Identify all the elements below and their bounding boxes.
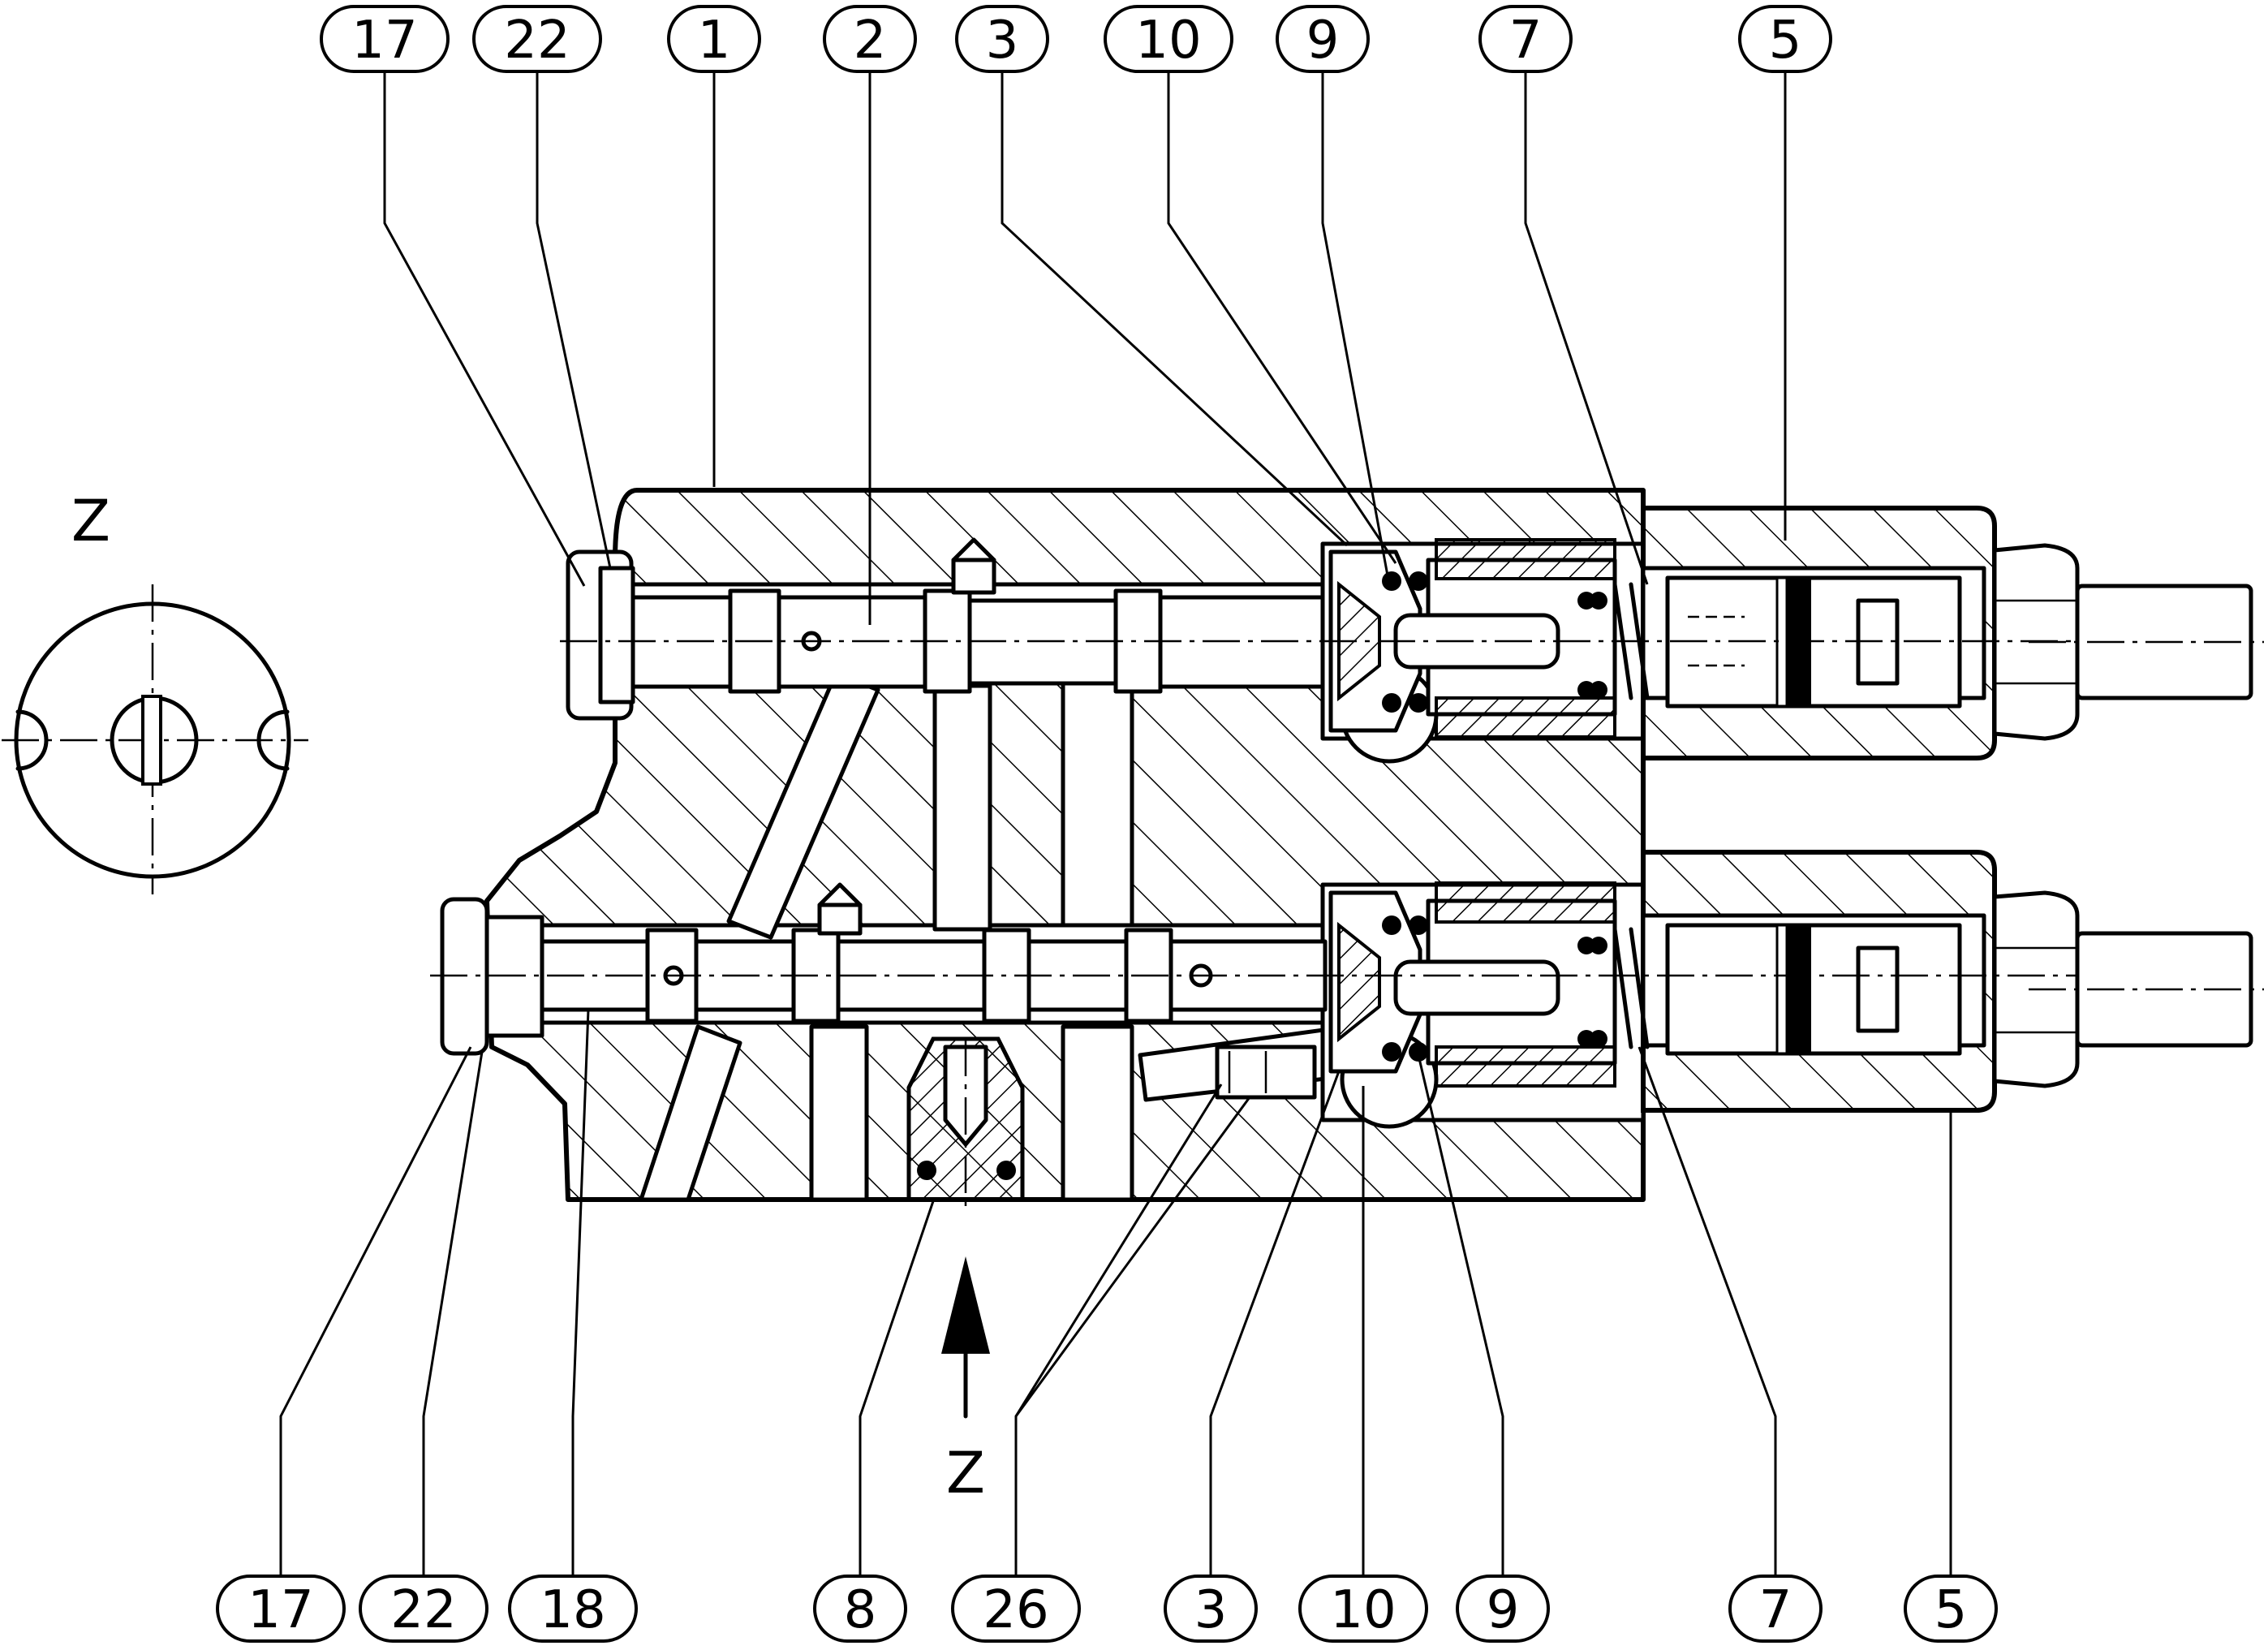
view-z-label: Z <box>71 488 110 554</box>
callout-bottom-5: 5 <box>1904 1575 1998 1643</box>
callout-bottom-3: 3 <box>1164 1575 1258 1643</box>
svg-text:5: 5 <box>1769 11 1802 71</box>
callout-bottom-22: 22 <box>359 1575 488 1643</box>
callout-top-5: 5 <box>1738 5 1832 73</box>
svg-text:9: 9 <box>1487 1580 1520 1640</box>
callout-bottom-17: 17 <box>216 1575 346 1643</box>
svg-text:8: 8 <box>844 1580 877 1640</box>
callout-top-9: 9 <box>1276 5 1370 73</box>
svg-text:10: 10 <box>1330 1580 1396 1640</box>
leader-lines <box>279 71 1952 1576</box>
callout-top-22: 22 <box>472 5 602 73</box>
callouts-bottom: 17 22 18 8 26 3 10 9 <box>216 1575 1998 1643</box>
callout-top-10: 10 <box>1104 5 1233 73</box>
svg-text:22: 22 <box>390 1580 456 1640</box>
callout-top-7: 7 <box>1478 5 1573 73</box>
callout-top-1: 1 <box>667 5 761 73</box>
svg-text:17: 17 <box>247 1580 313 1640</box>
svg-text:17: 17 <box>351 11 417 71</box>
callout-bottom-18: 18 <box>508 1575 638 1643</box>
svg-text:3: 3 <box>1194 1580 1228 1640</box>
svg-text:3: 3 <box>986 11 1019 71</box>
callout-top-2: 2 <box>823 5 917 73</box>
svg-text:5: 5 <box>1934 1580 1968 1640</box>
callout-bottom-8: 8 <box>813 1575 907 1643</box>
svg-text:22: 22 <box>504 11 570 71</box>
callouts-top: 17 22 1 2 3 10 9 7 <box>320 5 1832 73</box>
svg-text:9: 9 <box>1306 11 1340 71</box>
callout-bottom-26: 26 <box>951 1575 1081 1643</box>
svg-text:26: 26 <box>983 1580 1048 1640</box>
svg-text:2: 2 <box>854 11 887 71</box>
view-z-arrow-label: Z <box>946 1440 985 1506</box>
callout-top-3: 3 <box>955 5 1049 73</box>
view-z-detail: Z <box>2 488 308 894</box>
callout-top-17: 17 <box>320 5 450 73</box>
callout-bottom-9: 9 <box>1456 1575 1550 1643</box>
upper-spool <box>560 537 2077 739</box>
svg-text:1: 1 <box>698 11 731 71</box>
callout-bottom-7: 7 <box>1728 1575 1823 1643</box>
callout-bottom-10: 10 <box>1298 1575 1428 1643</box>
lower-spool <box>430 881 2077 1209</box>
view-z-arrow: Z <box>941 1256 990 1506</box>
svg-text:10: 10 <box>1135 11 1201 71</box>
svg-text:18: 18 <box>540 1580 605 1640</box>
svg-text:7: 7 <box>1759 1580 1792 1640</box>
svg-text:7: 7 <box>1509 11 1543 71</box>
